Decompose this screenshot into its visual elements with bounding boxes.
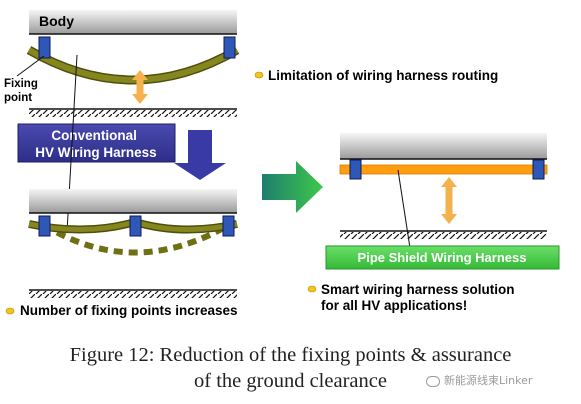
- wechat-icon: [426, 375, 440, 387]
- body-panel-top: [29, 10, 237, 34]
- pipe-clip-right: [532, 159, 545, 180]
- bullet-icon: [5, 307, 15, 315]
- ground-hatch-bottom: [29, 291, 237, 298]
- fixing-clip-3: [222, 215, 235, 237]
- pipe-shield-label: Pipe Shield Wiring Harness: [358, 250, 527, 265]
- fixing-clip-left: [38, 36, 51, 59]
- body-panel-right: [340, 133, 547, 159]
- smart-solution-text: Smart wiring harness solution for all HV…: [321, 282, 518, 313]
- bullet-icon: [254, 71, 264, 79]
- right-arrow: [262, 161, 323, 213]
- body-label: Body: [39, 13, 74, 29]
- fixing-clip-1: [38, 215, 51, 237]
- caption-line-2: of the ground clearance: [194, 370, 387, 392]
- down-arrow: [174, 130, 226, 180]
- note-smart-solution: Smart wiring harness solution for all HV…: [307, 282, 518, 313]
- ground-hatch-top: [29, 110, 237, 117]
- fixing-clip-right: [223, 36, 236, 59]
- watermark-text: 新能源线束Linker: [444, 374, 533, 387]
- right-scene: Pipe Shield Wiring Harness: [325, 133, 560, 270]
- fixing-increase-text: Number of fixing points increases: [20, 303, 238, 318]
- bullet-icon: [307, 285, 317, 293]
- ground-clearance-arrow-top: [132, 70, 148, 104]
- body-panel-bottom: [29, 189, 237, 213]
- pipe-clip-left: [349, 159, 362, 180]
- fixing-point-leader: [16, 55, 45, 77]
- fixing-point-label: Fixing point: [4, 78, 41, 104]
- pipe-shield-harness: [339, 164, 548, 175]
- ground-hatch-right: [340, 232, 547, 239]
- bottom-left-scene: [28, 189, 238, 298]
- top-left-scene: Body Fixing point: [4, 10, 240, 117]
- conventional-label-box: Conventional HV Wiring Harness: [17, 123, 176, 163]
- pipe-shield-label-box: [325, 245, 560, 270]
- previous-sag-dashed: [42, 222, 231, 256]
- fixing-clip-2: [129, 215, 142, 237]
- limitation-text: Limitation of wiring harness routing: [268, 68, 498, 83]
- watermark: 新能源线束Linker: [426, 372, 532, 388]
- note-limitation: Limitation of wiring harness routing: [254, 68, 498, 83]
- note-fixing-increase: Number of fixing points increases: [5, 303, 238, 318]
- figure-caption: Figure 12: Reduction of the fixing point…: [0, 342, 581, 394]
- caption-line-1: Figure 12: Reduction of the fixing point…: [69, 344, 512, 366]
- ground-clearance-arrow-right: [441, 177, 457, 224]
